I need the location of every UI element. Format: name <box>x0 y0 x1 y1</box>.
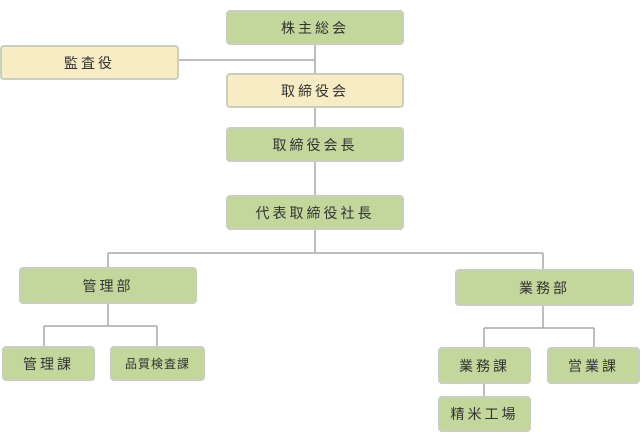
auditor-box: 監査役 <box>0 45 179 80</box>
business-section-box: 業務課 <box>438 347 531 384</box>
sales-section-label: 営業課 <box>568 358 619 375</box>
board-of-directors-box: 取締役会 <box>226 73 404 108</box>
chairman-box: 取締役会長 <box>226 127 404 162</box>
admin-department-box: 管理部 <box>19 267 197 304</box>
shareholders-meeting-box: 株主総会 <box>226 10 404 45</box>
auditor-label: 監査役 <box>64 55 115 72</box>
quality-inspection-section-label: 品質検査課 <box>124 357 190 371</box>
business-section-label: 業務課 <box>459 358 510 375</box>
business-department-label: 業務部 <box>519 280 570 297</box>
rice-mill-box: 精米工場 <box>438 396 531 432</box>
admin-section-label: 管理課 <box>23 356 74 373</box>
president-label: 代表取締役社長 <box>255 205 375 222</box>
board-of-directors-label: 取締役会 <box>281 83 349 100</box>
sales-section-box: 営業課 <box>547 347 640 384</box>
quality-inspection-section-box: 品質検査課 <box>110 346 205 381</box>
president-box: 代表取締役社長 <box>226 195 404 230</box>
chairman-label: 取締役会長 <box>272 137 358 154</box>
rice-mill-label: 精米工場 <box>450 407 519 423</box>
admin-department-label: 管理部 <box>82 278 134 295</box>
admin-section-box: 管理課 <box>2 346 95 381</box>
business-department-box: 業務部 <box>455 269 634 306</box>
shareholders-meeting-label: 株主総会 <box>281 20 349 37</box>
